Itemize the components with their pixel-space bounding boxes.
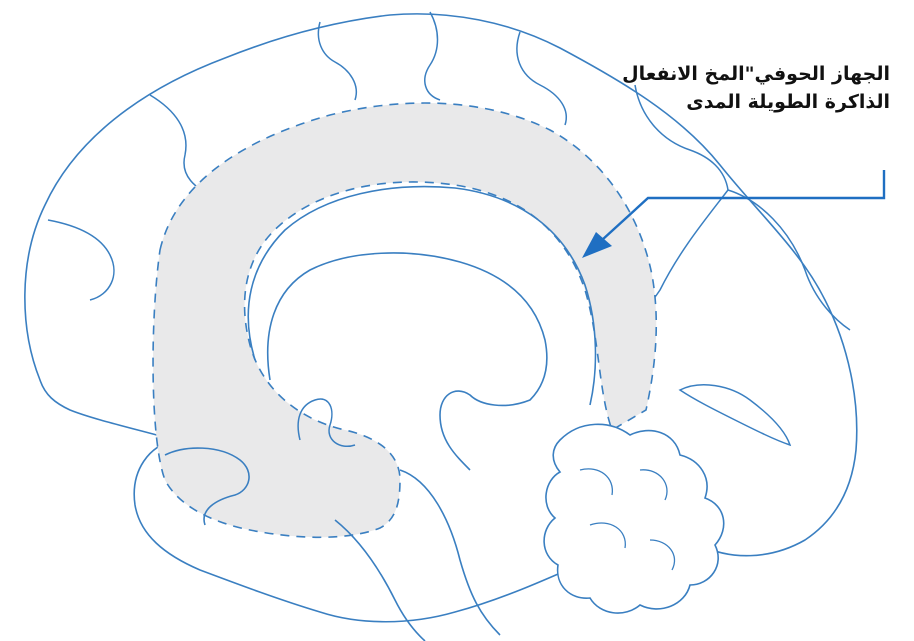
label-line-2: الذاكرة الطويلة المدى <box>590 88 890 116</box>
sulcus-1 <box>318 22 356 100</box>
brainstem-outline <box>400 470 500 635</box>
sulcus-9 <box>680 385 790 445</box>
label-line-1: الجهاز الحوفي"المخ الانفعال <box>590 60 890 88</box>
label-leader-line <box>602 170 884 240</box>
sulcus-8 <box>728 190 850 330</box>
cerebellum-outline <box>544 424 724 613</box>
limbic-system-label: الجهاز الحوفي"المخ الانفعال الذاكرة الطو… <box>590 60 890 116</box>
sulcus-3 <box>517 32 566 125</box>
brainstem-outline-2 <box>335 520 425 641</box>
sulcus-5 <box>48 220 114 300</box>
sulcus-2 <box>425 12 440 100</box>
